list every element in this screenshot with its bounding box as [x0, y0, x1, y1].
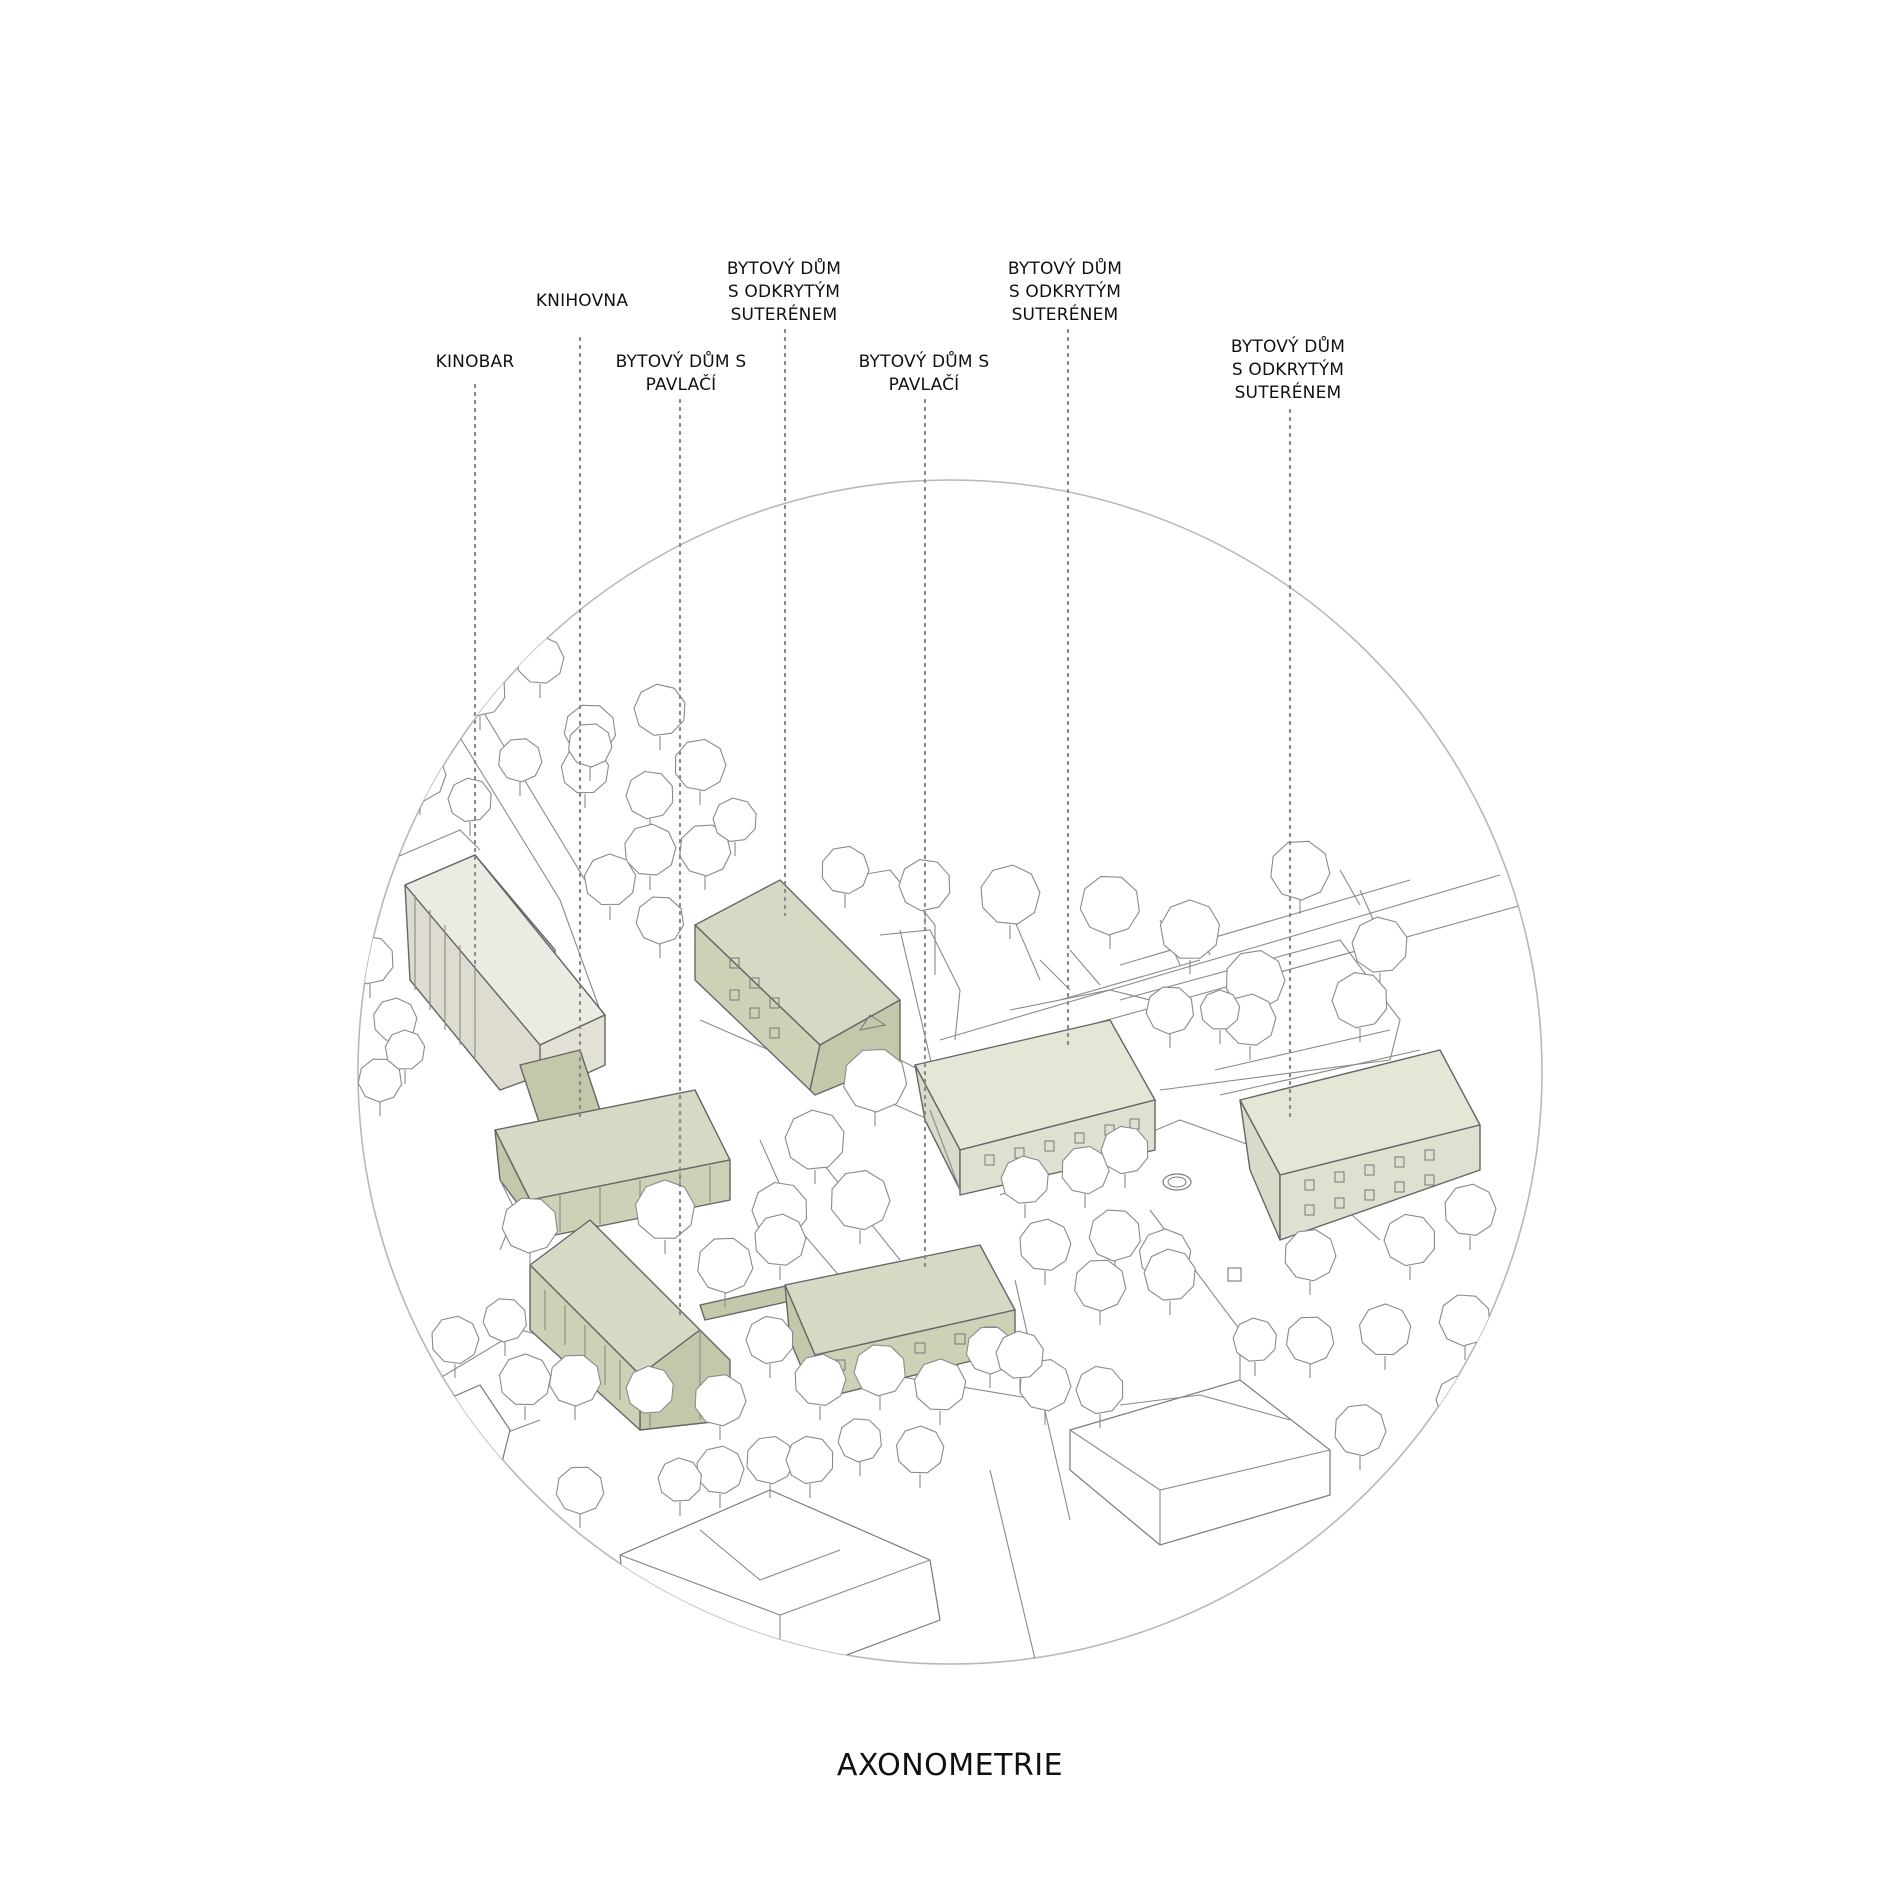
- tree: [555, 1466, 605, 1528]
- building-knihovna: [494, 1089, 731, 1241]
- tree: [1075, 1365, 1124, 1428]
- walkway-bridge: [699, 1284, 796, 1321]
- tree: [853, 1344, 906, 1410]
- tree: [625, 1365, 674, 1428]
- tree: [1232, 1317, 1277, 1376]
- tree: [913, 1358, 967, 1425]
- tree: [694, 1374, 747, 1440]
- tree: [633, 683, 686, 750]
- leader-lines: [473, 328, 1292, 1322]
- tree: [1444, 1183, 1497, 1250]
- small-pavilion: [1227, 1267, 1242, 1282]
- tree: [1159, 899, 1221, 974]
- tree: [635, 896, 685, 958]
- building-pavlac-1: [529, 1219, 731, 1431]
- tree: [1019, 1218, 1072, 1285]
- tree: [1074, 1259, 1127, 1325]
- tree: [1199, 989, 1241, 1044]
- building-suteren-3: [1239, 1049, 1481, 1241]
- tree: [745, 1315, 794, 1378]
- drawing-caption: AXONOMETRIE: [836, 1748, 1064, 1783]
- building-suteren-1: [694, 879, 901, 1096]
- tree: [1145, 986, 1194, 1048]
- tree: [482, 1298, 527, 1356]
- tree: [447, 777, 492, 836]
- tree: [358, 1058, 403, 1116]
- tree: [754, 1213, 807, 1280]
- tree: [995, 1330, 1044, 1393]
- label-bytovy-dum-s-odkrytym-suterenem-1: BYTOVÝ DŮM S ODKRYTÝM SUTERÉNEM: [726, 259, 842, 325]
- tree: [843, 1048, 908, 1126]
- tree: [1284, 1229, 1337, 1295]
- tree: [1331, 972, 1388, 1042]
- tree: [794, 1353, 847, 1420]
- tree: [1143, 1248, 1196, 1315]
- tree: [1270, 840, 1331, 914]
- tree: [898, 859, 951, 925]
- tree: [895, 1425, 945, 1488]
- tree: [1100, 1125, 1149, 1188]
- tree: [785, 1435, 834, 1498]
- context-building-southeast: [1069, 1379, 1331, 1546]
- context-building-south: [619, 1489, 941, 1664]
- site-context: [358, 635, 1541, 1664]
- tree: [453, 664, 506, 730]
- tree: [1358, 1303, 1412, 1370]
- label-bytovy-dum-s-pavlaci-1: BYTOVÝ DŮM S PAVLAČÍ: [615, 352, 747, 395]
- tree: [634, 1179, 696, 1254]
- tree: [358, 936, 394, 998]
- tree: [1285, 1316, 1335, 1378]
- tree: [1000, 1155, 1049, 1218]
- context-building-west: [399, 1384, 511, 1481]
- tree: [697, 1237, 754, 1307]
- tree: [625, 770, 674, 833]
- tree: [696, 1445, 745, 1508]
- tree: [548, 1354, 602, 1420]
- tree: [674, 738, 727, 805]
- tree: [1334, 1404, 1387, 1470]
- tree: [980, 864, 1041, 939]
- round-planter: [1162, 1173, 1192, 1191]
- tree: [746, 1436, 795, 1498]
- tree: [516, 635, 565, 698]
- label-bytovy-dum-s-odkrytym-suterenem-3: BYTOVÝ DŮM S ODKRYTÝM SUTERÉNEM: [1230, 337, 1346, 403]
- label-knihovna: KNIHOVNA: [535, 291, 629, 311]
- tree: [712, 797, 757, 856]
- tree: [830, 1170, 891, 1244]
- tree: [1061, 1145, 1110, 1208]
- tree: [679, 824, 732, 890]
- tree: [1079, 875, 1140, 949]
- site-circle: [357, 479, 1543, 1665]
- label-kinobar: KINOBAR: [435, 352, 515, 372]
- round-planter-inner: [1167, 1176, 1187, 1188]
- tree: [1435, 1375, 1484, 1438]
- tree: [624, 823, 677, 890]
- label-bytovy-dum-s-odkrytym-suterenem-2: BYTOVÝ DŮM S ODKRYTÝM SUTERÉNEM: [1007, 259, 1123, 325]
- tree: [498, 738, 543, 796]
- tree: [501, 1197, 558, 1267]
- tree: [784, 1109, 845, 1184]
- tree: [498, 1353, 552, 1420]
- tree: [1438, 1294, 1491, 1360]
- label-bytovy-dum-s-pavlaci-2: BYTOVÝ DŮM S PAVLAČÍ: [858, 352, 990, 395]
- tree: [431, 1315, 480, 1378]
- tree: [837, 1418, 882, 1476]
- tree: [384, 1029, 426, 1084]
- tree: [821, 845, 870, 908]
- tree: [1088, 1209, 1141, 1275]
- tree: [583, 853, 637, 920]
- tree: [1383, 1213, 1436, 1280]
- tree: [657, 1457, 702, 1516]
